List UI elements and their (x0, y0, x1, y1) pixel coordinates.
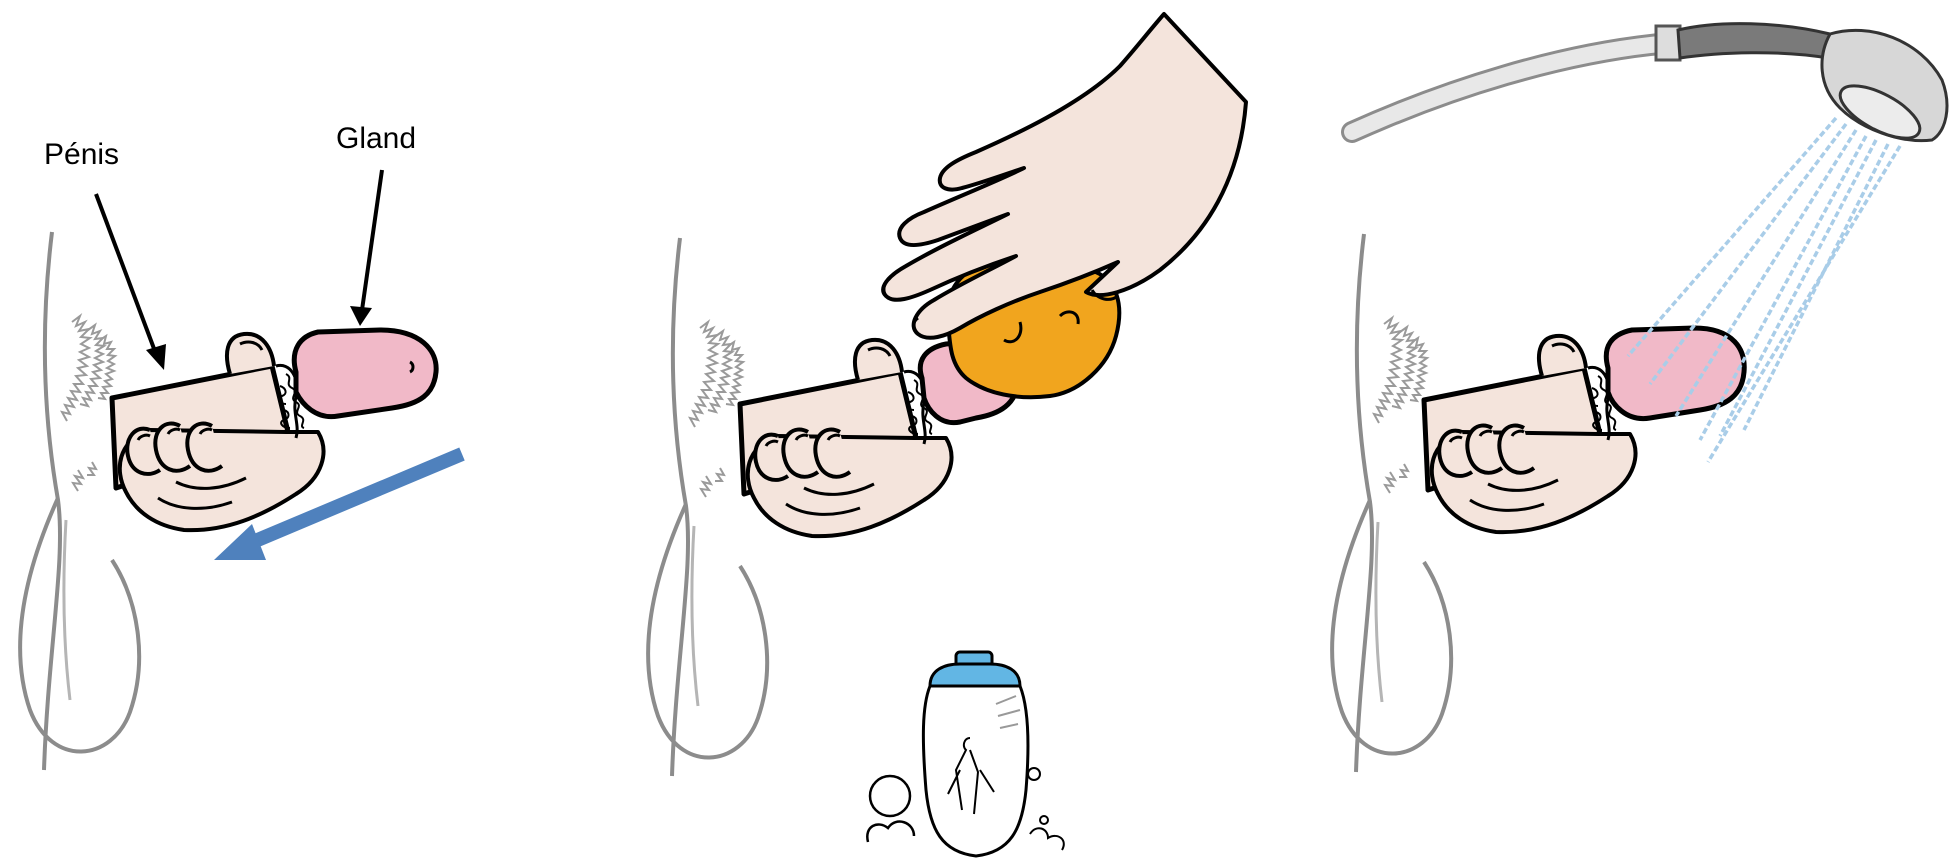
panel-3-rinse (1332, 22, 1949, 772)
retract-arrow-icon (214, 447, 465, 560)
soap-bottle-icon (866, 650, 1065, 858)
panel-1-retract (20, 169, 465, 770)
shower-head-icon (1676, 22, 1949, 143)
shower-hose (1341, 24, 1682, 143)
glans-label: Gland (336, 122, 417, 155)
glans-panel-1 (291, 327, 439, 420)
water-spray-icon (1626, 116, 1902, 463)
washing-hand (881, 12, 1248, 340)
penis-label: Pénis (44, 138, 120, 171)
glans-pointer-arrowhead (350, 306, 372, 326)
panel-2-wash (648, 12, 1248, 858)
glans-panel-3 (1603, 325, 1747, 422)
penis-pointer-arrowhead (146, 344, 166, 370)
